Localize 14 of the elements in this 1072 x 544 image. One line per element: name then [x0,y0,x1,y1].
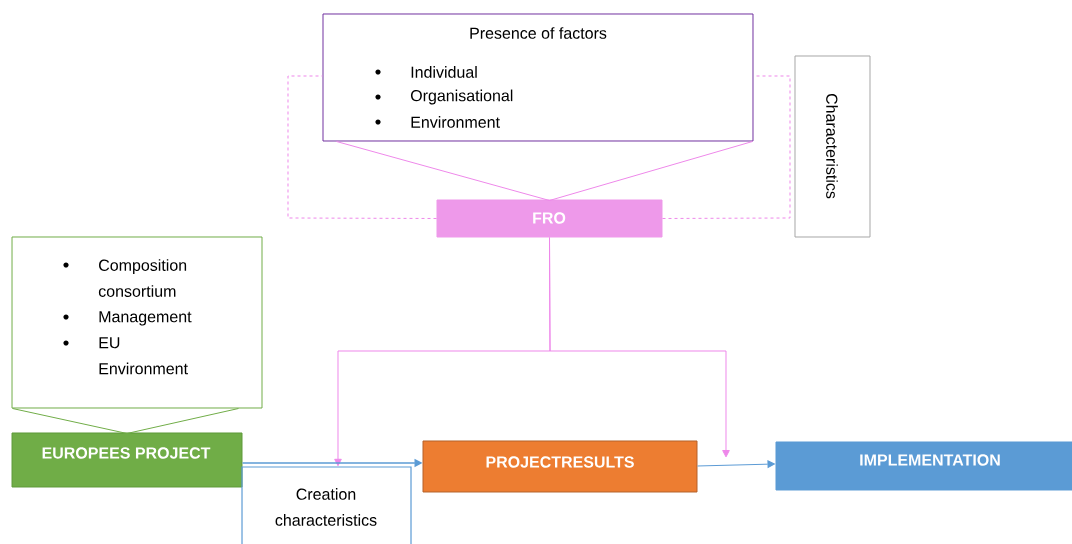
process-box: PROJECTRESULTS [422,440,698,493]
process-box: IMPLEMENTATION [775,441,1072,491]
bracket-line [287,75,437,219]
arrow [549,237,730,458]
callout-box: Composition consortium Management EU Environment [11,236,263,409]
callout-pointer [12,408,239,434]
open-box: Creation characteristics [241,466,412,544]
callout-box: Presence of factors Individual Organisational Environment [322,13,754,142]
label-box: Characteristics [794,55,871,238]
bracket-line [662,75,791,219]
arrow [697,460,775,468]
process-box: EUROPEES PROJECT [11,432,243,488]
callout-pointer [336,141,753,201]
process-box: FRO [436,199,663,238]
